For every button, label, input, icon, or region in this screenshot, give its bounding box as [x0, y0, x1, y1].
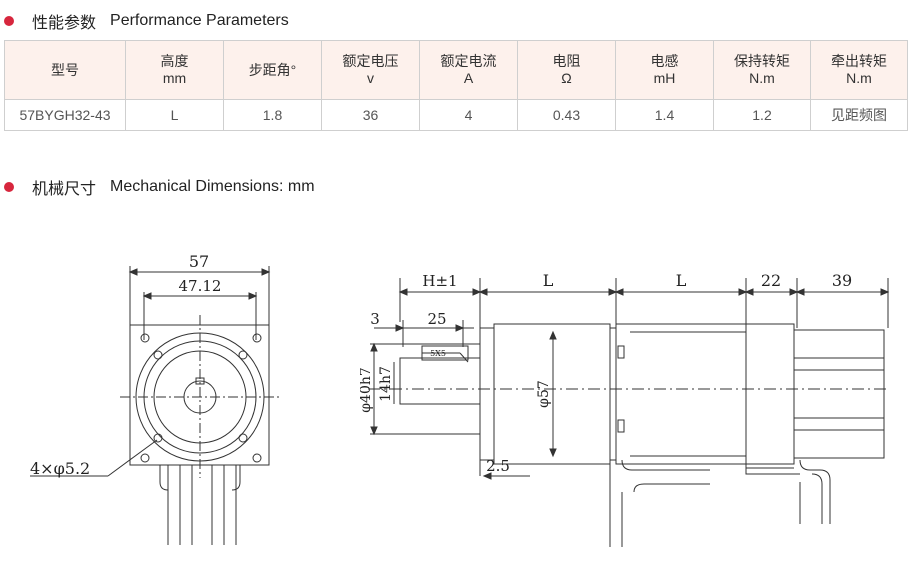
mechanical-title-en: Mechanical Dimensions: mm: [110, 178, 315, 195]
dim-holes-label: 4×φ5.2: [30, 459, 90, 478]
side-view-drawing: H±1 L L 22 39 3 25 5X5 φ40h7 14h7 φ57 2.…: [360, 271, 890, 547]
table-row: 57BYGH32-43 L 1.8 36 4 0.43 1.4 1.2 见距频图: [4, 99, 908, 131]
dim-3-label: 3: [370, 310, 380, 328]
column-header: 步距角°: [223, 40, 322, 100]
performance-section-title: 性能参数 Performance Parameters: [4, 9, 289, 33]
dim-22-label: 22: [761, 271, 781, 290]
bullet-dot-icon: [4, 16, 14, 26]
dim-pilot-label: φ40h7: [360, 367, 374, 413]
dim-flange-label: H±1: [422, 272, 457, 290]
table-cell: 36: [321, 99, 420, 131]
dim-25b-label: 2.5: [486, 457, 510, 475]
table-cell: 1.4: [615, 99, 714, 131]
table-cell: 1.2: [713, 99, 811, 131]
dim-l2-label: L: [676, 271, 687, 290]
dim-39-label: 39: [832, 271, 852, 290]
table-cell: 4: [419, 99, 518, 131]
dim-hole-spacing-label: 47.12: [179, 277, 222, 295]
table-cell: 1.8: [223, 99, 322, 131]
table-cell: 0.43: [517, 99, 616, 131]
dim-outer-label: 57: [189, 252, 209, 271]
table-cell: 57BYGH32-43: [4, 99, 126, 131]
dim-shaft-label: 14h7: [378, 366, 394, 402]
dim-body-label: φ57: [536, 380, 552, 408]
dim-l1-label: L: [543, 271, 554, 290]
dim-key-label: 5X5: [430, 349, 446, 358]
table-cell: L: [125, 99, 224, 131]
performance-title-cn: 性能参数: [32, 13, 97, 32]
mechanical-title-cn: 机械尺寸: [32, 179, 97, 198]
bullet-dot-icon: [4, 182, 14, 192]
table-cell: 见距频图: [810, 99, 908, 131]
mechanical-section-title: 机械尺寸 Mechanical Dimensions: mm: [4, 175, 315, 199]
column-header: 型号: [4, 40, 126, 100]
performance-title-en: Performance Parameters: [110, 12, 289, 29]
dim-25-label: 25: [427, 310, 446, 328]
front-view-drawing: 57 47.12 4×φ5.2: [30, 252, 282, 545]
